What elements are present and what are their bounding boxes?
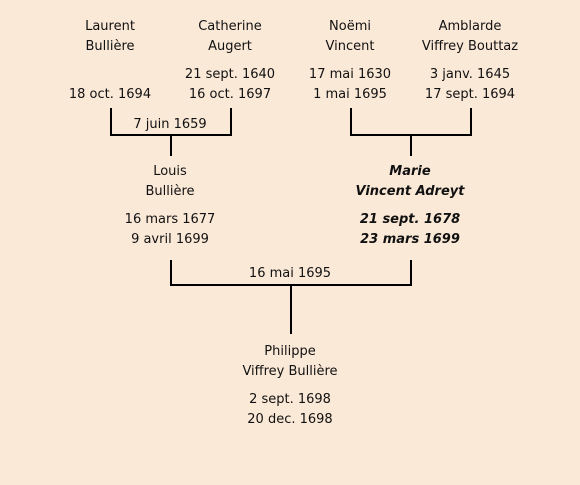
death-date: 1 mai 1695 xyxy=(313,87,387,102)
connector-line xyxy=(110,108,112,136)
person-amblarde: Amblarde Viffrey Bouttaz 3 janv. 1645 17… xyxy=(395,17,545,105)
death-date: 20 dec. 1698 xyxy=(247,412,333,427)
person-noemi: Noëmi Vincent 17 mai 1630 1 mai 1695 xyxy=(275,17,425,105)
birth-date: 21 sept. 1678 xyxy=(359,212,461,227)
person-catherine: Catherine Augert 21 sept. 1640 16 oct. 1… xyxy=(155,17,305,105)
person-dates: 21 sept. 1640 16 oct. 1697 xyxy=(155,65,305,105)
person-name: Vincent xyxy=(325,39,375,54)
connector-line xyxy=(230,108,232,136)
birth-date: 16 mars 1677 xyxy=(124,212,216,227)
person-name: Marie xyxy=(389,164,431,179)
person-name: Vincent Adreyt xyxy=(355,184,465,199)
death-date: 17 sept. 1694 xyxy=(424,87,516,102)
person-philippe: Philippe Viffrey Bullière 2 sept. 1698 2… xyxy=(215,342,365,430)
person-name: Louis xyxy=(153,164,187,179)
connector-line xyxy=(170,260,172,286)
person-dates: 2 sept. 1698 20 dec. 1698 xyxy=(215,390,365,430)
person-name: Noëmi xyxy=(329,19,371,34)
person-name: Catherine xyxy=(198,19,262,34)
birth-date: 3 janv. 1645 xyxy=(429,67,511,82)
death-date: 23 mars 1699 xyxy=(360,232,460,247)
connector-line xyxy=(410,134,412,156)
person-name: Viffrey Bullière xyxy=(242,364,338,379)
connector-line xyxy=(350,108,352,136)
person-marie: Marie Vincent Adreyt 21 sept. 1678 23 ma… xyxy=(335,162,485,250)
person-name: Bullière xyxy=(85,39,135,54)
person-name: Viffrey Bouttaz xyxy=(421,39,519,54)
connector-line xyxy=(470,108,472,136)
connector-line xyxy=(290,284,292,334)
person-dates: 18 oct. 1694 xyxy=(35,65,185,105)
connector-line xyxy=(170,134,172,156)
person-dates: 17 mai 1630 1 mai 1695 xyxy=(275,65,425,105)
person-laurent: Laurent Bullière 18 oct. 1694 xyxy=(35,17,185,105)
person-dates: 3 janv. 1645 17 sept. 1694 xyxy=(395,65,545,105)
marriage-date: 16 mai 1695 xyxy=(248,266,332,281)
person-louis: Louis Bullière 16 mars 1677 9 avril 1699 xyxy=(95,162,245,250)
connector-line xyxy=(410,260,412,286)
person-dates: 21 sept. 1678 23 mars 1699 xyxy=(335,210,485,250)
birth-date: 2 sept. 1698 xyxy=(249,392,331,407)
person-name: Amblarde xyxy=(438,19,502,34)
person-name: Augert xyxy=(208,39,252,54)
death-date: 18 oct. 1694 xyxy=(68,87,152,102)
person-name: Bullière xyxy=(145,184,195,199)
marriage-date: 7 juin 1659 xyxy=(133,117,207,132)
person-name: Laurent xyxy=(85,19,135,34)
death-date: 9 avril 1699 xyxy=(131,232,209,247)
person-name: Philippe xyxy=(264,344,316,359)
death-date: 16 oct. 1697 xyxy=(188,87,272,102)
person-dates: 16 mars 1677 9 avril 1699 xyxy=(95,210,245,250)
birth-date: 21 sept. 1640 xyxy=(184,67,276,82)
birth-date: 17 mai 1630 xyxy=(308,67,392,82)
